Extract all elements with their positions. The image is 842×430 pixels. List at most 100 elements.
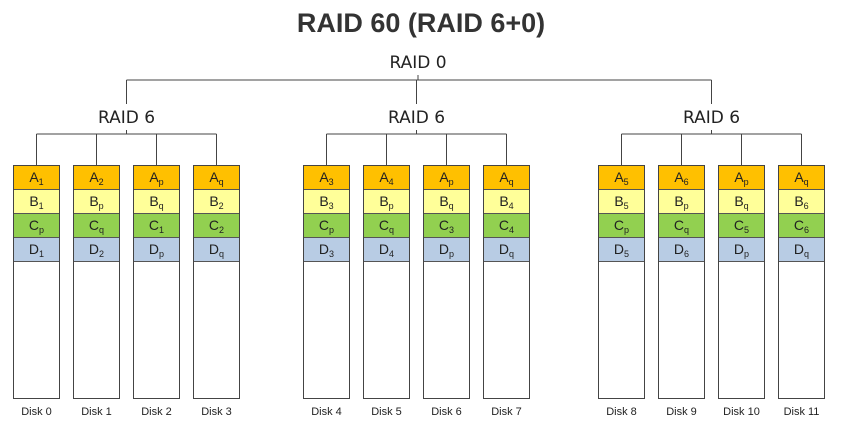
block-letter: D: [733, 241, 745, 257]
stripe-block-a: A6: [659, 166, 704, 190]
stripe-block-c: C1: [134, 214, 179, 238]
block-subscript: 5: [623, 177, 629, 187]
block-subscript: p: [98, 201, 104, 211]
block-letter: A: [209, 169, 219, 185]
disk-label: Disk 7: [491, 406, 522, 418]
block-letter: D: [378, 241, 390, 257]
block-subscript: 6: [803, 201, 809, 211]
stripe-block-b: B2: [194, 190, 239, 214]
block-letter: B: [379, 193, 389, 209]
stripe-block-d: Dq: [484, 238, 529, 262]
block-letter: A: [379, 169, 389, 185]
disk-label: Disk 9: [666, 406, 697, 418]
block-letter: A: [439, 169, 449, 185]
block-letter: B: [439, 193, 449, 209]
block-letter: A: [149, 169, 159, 185]
block-subscript: 1: [38, 177, 44, 187]
block-letter: D: [88, 241, 100, 257]
stripe-block-c: C5: [719, 214, 764, 238]
stripe-block-d: D2: [74, 238, 119, 262]
block-subscript: p: [158, 177, 164, 187]
stripe-block-a: A1: [14, 166, 59, 190]
stripe-block-b: B5: [599, 190, 644, 214]
block-letter: C: [208, 217, 220, 233]
disk-label: Disk 3: [201, 406, 232, 418]
block-subscript: 6: [683, 177, 689, 187]
block-subscript: p: [449, 249, 455, 259]
block-subscript: 3: [328, 177, 334, 187]
disk-label: Disk 0: [21, 406, 52, 418]
stripe-block-b: Bq: [719, 190, 764, 214]
block-subscript: 6: [684, 249, 690, 259]
disk-label: Disk 8: [606, 406, 637, 418]
block-letter: C: [28, 217, 40, 233]
stripe-block-c: Cq: [364, 214, 409, 238]
stripe-block-d: Dq: [194, 238, 239, 262]
block-subscript: 6: [804, 225, 810, 235]
block-subscript: q: [743, 201, 749, 211]
block-letter: B: [209, 193, 219, 209]
raid6-label: RAID 6: [387, 108, 446, 128]
block-letter: C: [498, 217, 510, 233]
block-subscript: 3: [329, 249, 335, 259]
block-letter: B: [149, 193, 159, 209]
stripe-block-d: Dp: [719, 238, 764, 262]
block-subscript: q: [219, 249, 225, 259]
block-letter: D: [613, 241, 625, 257]
block-subscript: 1: [38, 201, 44, 211]
block-letter: B: [614, 193, 624, 209]
stripe-block-c: C4: [484, 214, 529, 238]
block-subscript: q: [158, 201, 164, 211]
block-letter: C: [148, 217, 160, 233]
block-letter: B: [29, 193, 39, 209]
block-subscript: 2: [98, 177, 104, 187]
block-subscript: 3: [449, 225, 455, 235]
block-subscript: 5: [744, 225, 750, 235]
block-letter: A: [29, 169, 39, 185]
stripe-block-c: C3: [424, 214, 469, 238]
stripe-block-c: C2: [194, 214, 239, 238]
block-letter: B: [734, 193, 744, 209]
block-letter: A: [794, 169, 804, 185]
block-subscript: 5: [624, 249, 630, 259]
stripe-block-c: Cp: [599, 214, 644, 238]
stripe-block-a: Aq: [484, 166, 529, 190]
block-subscript: q: [684, 225, 690, 235]
raid0-label: RAID 0: [389, 53, 447, 73]
stripe-block-b: B3: [304, 190, 349, 214]
block-letter: D: [498, 241, 510, 257]
raid6-label: RAID 6: [682, 108, 741, 128]
block-letter: C: [733, 217, 745, 233]
stripe-block-d: D3: [304, 238, 349, 262]
stripe-block-b: B6: [779, 190, 824, 214]
block-subscript: p: [744, 249, 750, 259]
block-letter: D: [208, 241, 220, 257]
stripe-block-a: A3: [304, 166, 349, 190]
block-letter: A: [614, 169, 624, 185]
block-subscript: 2: [218, 201, 224, 211]
block-subscript: p: [624, 225, 630, 235]
block-subscript: 2: [99, 249, 105, 259]
disk-label: Disk 2: [141, 406, 172, 418]
block-subscript: q: [508, 177, 514, 187]
stripe-block-b: Bq: [134, 190, 179, 214]
stripe-block-b: Bp: [364, 190, 409, 214]
stripe-block-d: D1: [14, 238, 59, 262]
block-subscript: 4: [509, 225, 515, 235]
block-subscript: 4: [389, 249, 395, 259]
disk-label: Disk 6: [431, 406, 462, 418]
stripe-block-d: Dp: [134, 238, 179, 262]
stripe-block-b: Bq: [424, 190, 469, 214]
block-letter: D: [148, 241, 160, 257]
block-subscript: p: [448, 177, 454, 187]
